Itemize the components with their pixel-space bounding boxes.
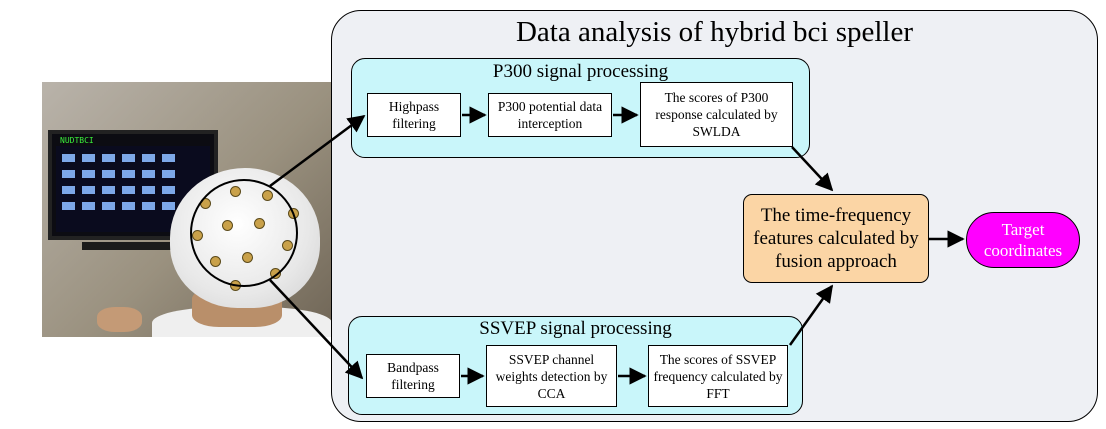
speller-cell	[122, 202, 135, 210]
cap-highlight-circle	[190, 179, 298, 287]
speller-cell	[162, 186, 175, 194]
electrode	[282, 240, 293, 251]
monitor-stand	[82, 242, 172, 250]
participant-hand	[97, 307, 142, 332]
electrode	[192, 230, 203, 241]
screen-label: NUDTBCI	[60, 136, 94, 145]
speller-cell	[142, 170, 155, 178]
electrode	[242, 252, 253, 263]
arrow-fft-to-fusion	[788, 284, 834, 346]
highpass-filtering-box: Highpass filtering	[367, 93, 461, 137]
speller-cell	[82, 202, 95, 210]
electrode	[254, 218, 265, 229]
diagram-title: Data analysis of hybrid bci speller	[515, 16, 914, 48]
participant-photo: NUDTBCI	[42, 82, 332, 337]
speller-cell	[102, 154, 115, 162]
speller-cell	[82, 186, 95, 194]
cca-detection-box: SSVEP channel weights detection by CCA	[486, 345, 617, 407]
speller-cell	[62, 154, 75, 162]
speller-cell	[162, 170, 175, 178]
speller-cell	[82, 154, 95, 162]
target-coordinates: Target coordinates	[966, 212, 1080, 268]
bandpass-filtering-box: Bandpass filtering	[366, 354, 460, 398]
arrow-to-p300	[269, 114, 366, 188]
fft-scores-box: The scores of SSVEP frequency calculated…	[648, 345, 788, 407]
speller-cell	[62, 202, 75, 210]
speller-cell	[102, 186, 115, 194]
electrode	[210, 256, 221, 267]
electrode	[230, 186, 241, 197]
speller-cell	[82, 170, 95, 178]
electrode	[222, 220, 233, 231]
speller-cell	[122, 154, 135, 162]
speller-cell	[102, 202, 115, 210]
speller-cell	[122, 186, 135, 194]
electrode	[270, 268, 281, 279]
electrode	[262, 190, 273, 201]
ssvep-panel-title: SSVEP signal processing	[479, 318, 672, 339]
fusion-box: The time-frequency features calculated b…	[743, 194, 929, 283]
p300-panel-title: P300 signal processing	[492, 61, 669, 82]
arrow-swlda-to-fusion	[791, 146, 834, 192]
p300-interception-box: P300 potential data interception	[488, 93, 612, 137]
speller-cell	[62, 186, 75, 194]
speller-cell	[162, 202, 175, 210]
speller-cell	[122, 170, 135, 178]
speller-cell	[142, 186, 155, 194]
speller-cell	[162, 154, 175, 162]
speller-cell	[142, 202, 155, 210]
eeg-cap	[170, 168, 320, 308]
speller-cell	[102, 170, 115, 178]
swlda-scores-box: The scores of P300 response calculated b…	[640, 82, 793, 147]
arrow-to-ssvep	[269, 279, 364, 380]
speller-cell	[142, 154, 155, 162]
speller-cell	[62, 170, 75, 178]
